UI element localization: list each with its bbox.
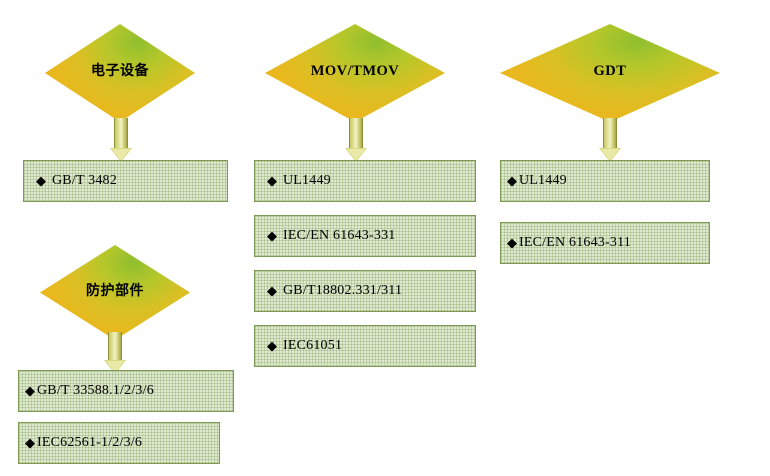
box-label: IEC/EN 61643-331: [283, 228, 396, 243]
box-iec61051[interactable]: ◆ IEC61051: [254, 325, 476, 367]
arrow-electronic-equipment: [109, 118, 133, 162]
box-gbt-33588[interactable]: ◆ GB/T 33588.1/2/3/6: [18, 370, 234, 412]
node-electronic-equipment[interactable]: 电子设备: [45, 24, 195, 122]
bullet-icon: ◆: [267, 228, 277, 244]
bullet-icon: ◆: [507, 173, 517, 189]
arrow-shaft: [603, 118, 617, 148]
box-label: IEC61051: [283, 338, 343, 353]
bullet-icon: ◆: [507, 235, 517, 251]
box-gbt18802[interactable]: ◆ GB/T18802.331/311: [254, 270, 476, 312]
node-gdt-label: GDT: [593, 63, 627, 80]
bullet-icon: ◆: [267, 338, 277, 354]
bullet-icon: ◆: [267, 173, 277, 189]
bullet-icon: ◆: [36, 173, 46, 189]
box-label: UL1449: [283, 173, 331, 188]
box-gbt-3482[interactable]: ◆ GB/T 3482: [23, 160, 228, 202]
box-iec-en-61643-311[interactable]: ◆ IEC/EN 61643-311: [500, 222, 710, 264]
node-mov-tmov[interactable]: MOV/TMOV: [265, 24, 445, 122]
box-label: IEC62561-1/2/3/6: [37, 435, 143, 450]
bullet-icon: ◆: [25, 435, 35, 451]
box-label: GB/T18802.331/311: [283, 283, 403, 298]
box-ul1449-gdt[interactable]: ◆ UL1449: [500, 160, 710, 202]
node-protection-component-label: 防护部件: [86, 282, 144, 299]
bullet-icon: ◆: [25, 383, 35, 399]
arrow-gdt: [598, 118, 622, 162]
arrow-shaft: [108, 332, 122, 360]
box-ul1449-mov[interactable]: ◆ UL1449: [254, 160, 476, 202]
box-label: IEC/EN 61643-311: [519, 235, 631, 250]
node-electronic-equipment-label: 电子设备: [91, 63, 149, 80]
node-mov-tmov-label: MOV/TMOV: [310, 63, 400, 80]
arrow-head-inner: [601, 149, 619, 161]
bullet-icon: ◆: [267, 283, 277, 299]
box-iec-en-61643-331[interactable]: ◆ IEC/EN 61643-331: [254, 215, 476, 257]
arrow-mov-tmov: [344, 118, 368, 162]
box-iec62561[interactable]: ◆ IEC62561-1/2/3/6: [18, 422, 220, 464]
arrow-protection-component: [103, 332, 127, 374]
node-gdt[interactable]: GDT: [500, 24, 720, 122]
node-protection-component[interactable]: 防护部件: [40, 245, 190, 340]
arrow-shaft: [349, 118, 363, 148]
arrow-shaft: [114, 118, 128, 148]
arrow-head-inner: [347, 149, 365, 161]
box-label: GB/T 3482: [52, 173, 117, 188]
arrow-head-inner: [112, 149, 130, 161]
box-label: GB/T 33588.1/2/3/6: [37, 383, 154, 398]
box-label: UL1449: [519, 173, 567, 188]
